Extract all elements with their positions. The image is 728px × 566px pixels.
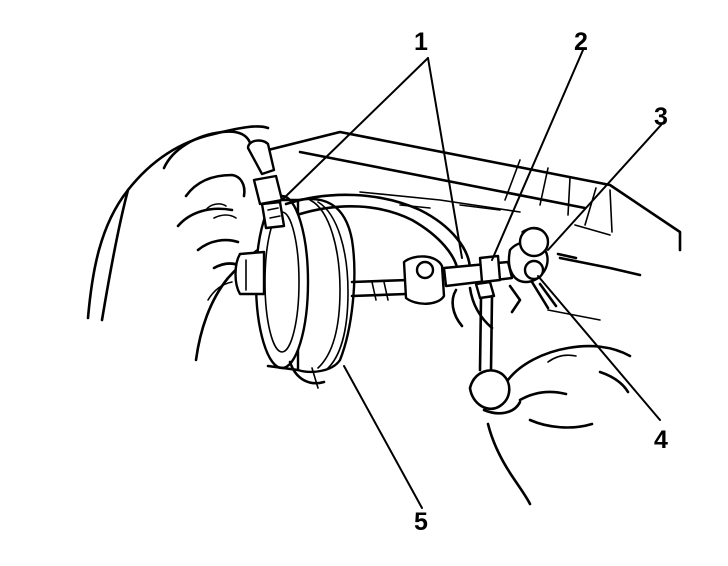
callout-4: 4 bbox=[654, 426, 668, 454]
vacuum-actuator-canister bbox=[234, 194, 356, 389]
pick-tool bbox=[474, 280, 496, 372]
callout-2: 2 bbox=[574, 28, 588, 56]
right-hand bbox=[468, 344, 632, 506]
housing-structure bbox=[266, 130, 682, 321]
left-hand bbox=[86, 125, 270, 362]
vacuum-hoses bbox=[284, 193, 494, 330]
callout-1: 1 bbox=[414, 28, 428, 56]
callout-3: 3 bbox=[654, 103, 668, 131]
callout-5: 5 bbox=[414, 508, 428, 536]
actuator-rod-clevis bbox=[350, 255, 446, 305]
hose-connector bbox=[246, 139, 286, 230]
callout-leaders bbox=[281, 49, 662, 509]
linkage-bracket bbox=[442, 226, 578, 314]
